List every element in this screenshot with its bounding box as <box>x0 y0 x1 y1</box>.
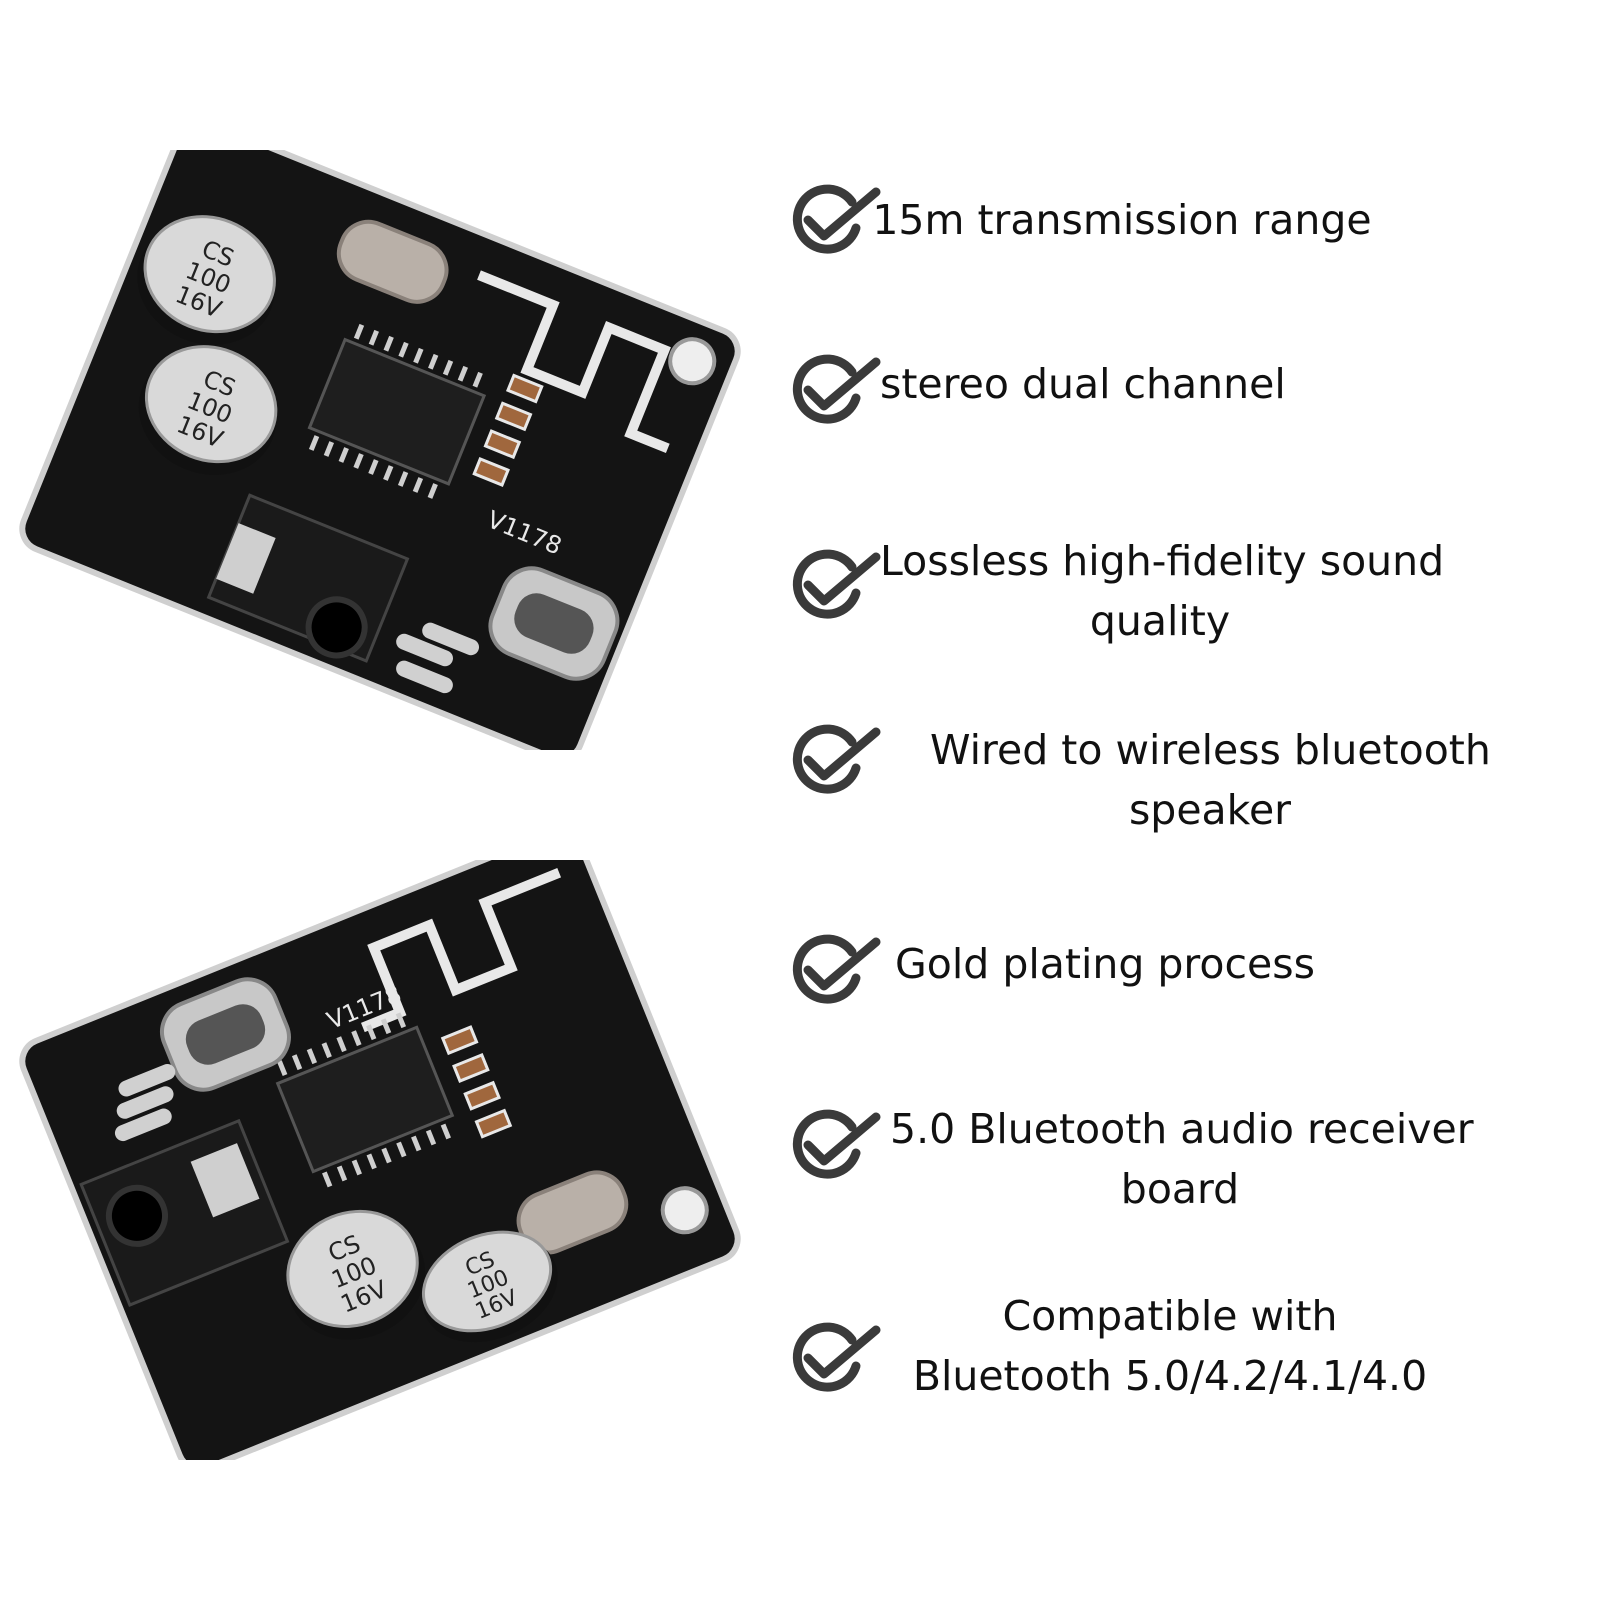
crystal-oscillator <box>516 1170 629 1255</box>
feature-list: 15m transmission range stereo dual chann… <box>790 0 1590 1600</box>
feature-text: Gold plating process <box>895 940 1315 988</box>
feature-item: 15m transmission range <box>790 180 1590 260</box>
antenna-trace <box>477 270 671 454</box>
feature-item: Lossless high-fidelity sound quality <box>790 537 1590 645</box>
board-photo-bottom: CS 100 16V CS 100 16V V1178 <box>0 860 780 1460</box>
pcb-board-icon: CS 100 16V CS 100 16V V1178 <box>19 150 741 750</box>
crystal-oscillator <box>336 219 449 304</box>
capacitor-1: CS 100 16V <box>137 215 276 345</box>
check-circle-icon <box>792 1322 881 1392</box>
feature-item: Compatible with Bluetooth 5.0/4.2/4.1/4.… <box>790 1292 1590 1400</box>
feature-text: Lossless high-fidelity sound quality <box>880 537 1445 645</box>
feature-text: Wired to wireless bluetooth speaker <box>930 726 1491 834</box>
feature-item: Gold plating process <box>790 930 1590 1010</box>
check-circle-icon <box>792 549 881 619</box>
feature-item: 5.0 Bluetooth audio receiver board <box>790 1105 1590 1213</box>
capacitor-2: CS 100 16V <box>421 1230 558 1343</box>
pcb-body <box>19 860 741 1460</box>
capacitor-1: CS 100 16V <box>286 1209 425 1340</box>
antenna-trace <box>360 868 562 1033</box>
check-circle-icon <box>792 1109 881 1179</box>
feature-item: stereo dual channel <box>790 350 1590 430</box>
ic-chip <box>307 337 487 486</box>
feature-text: stereo dual channel <box>880 360 1286 408</box>
board-photo-top: CS 100 16V CS 100 16V V1178 <box>0 150 780 750</box>
feature-text: 15m transmission range <box>872 196 1372 244</box>
check-circle-icon <box>792 724 881 794</box>
check-circle-icon <box>792 184 881 254</box>
ic-chip <box>275 1025 455 1174</box>
mount-hole <box>668 337 717 386</box>
check-circle-icon <box>792 354 881 424</box>
pcb-board-icon: CS 100 16V CS 100 16V V1178 <box>19 860 741 1460</box>
feature-text: 5.0 Bluetooth audio receiver board <box>890 1105 1474 1213</box>
capacitor-2: CS 100 16V <box>138 345 278 475</box>
check-circle-icon <box>792 934 881 1004</box>
mount-hole <box>660 1186 709 1235</box>
feature-text: Compatible with Bluetooth 5.0/4.2/4.1/4.… <box>912 1292 1428 1400</box>
feature-item: Wired to wireless bluetooth speaker <box>790 720 1590 834</box>
